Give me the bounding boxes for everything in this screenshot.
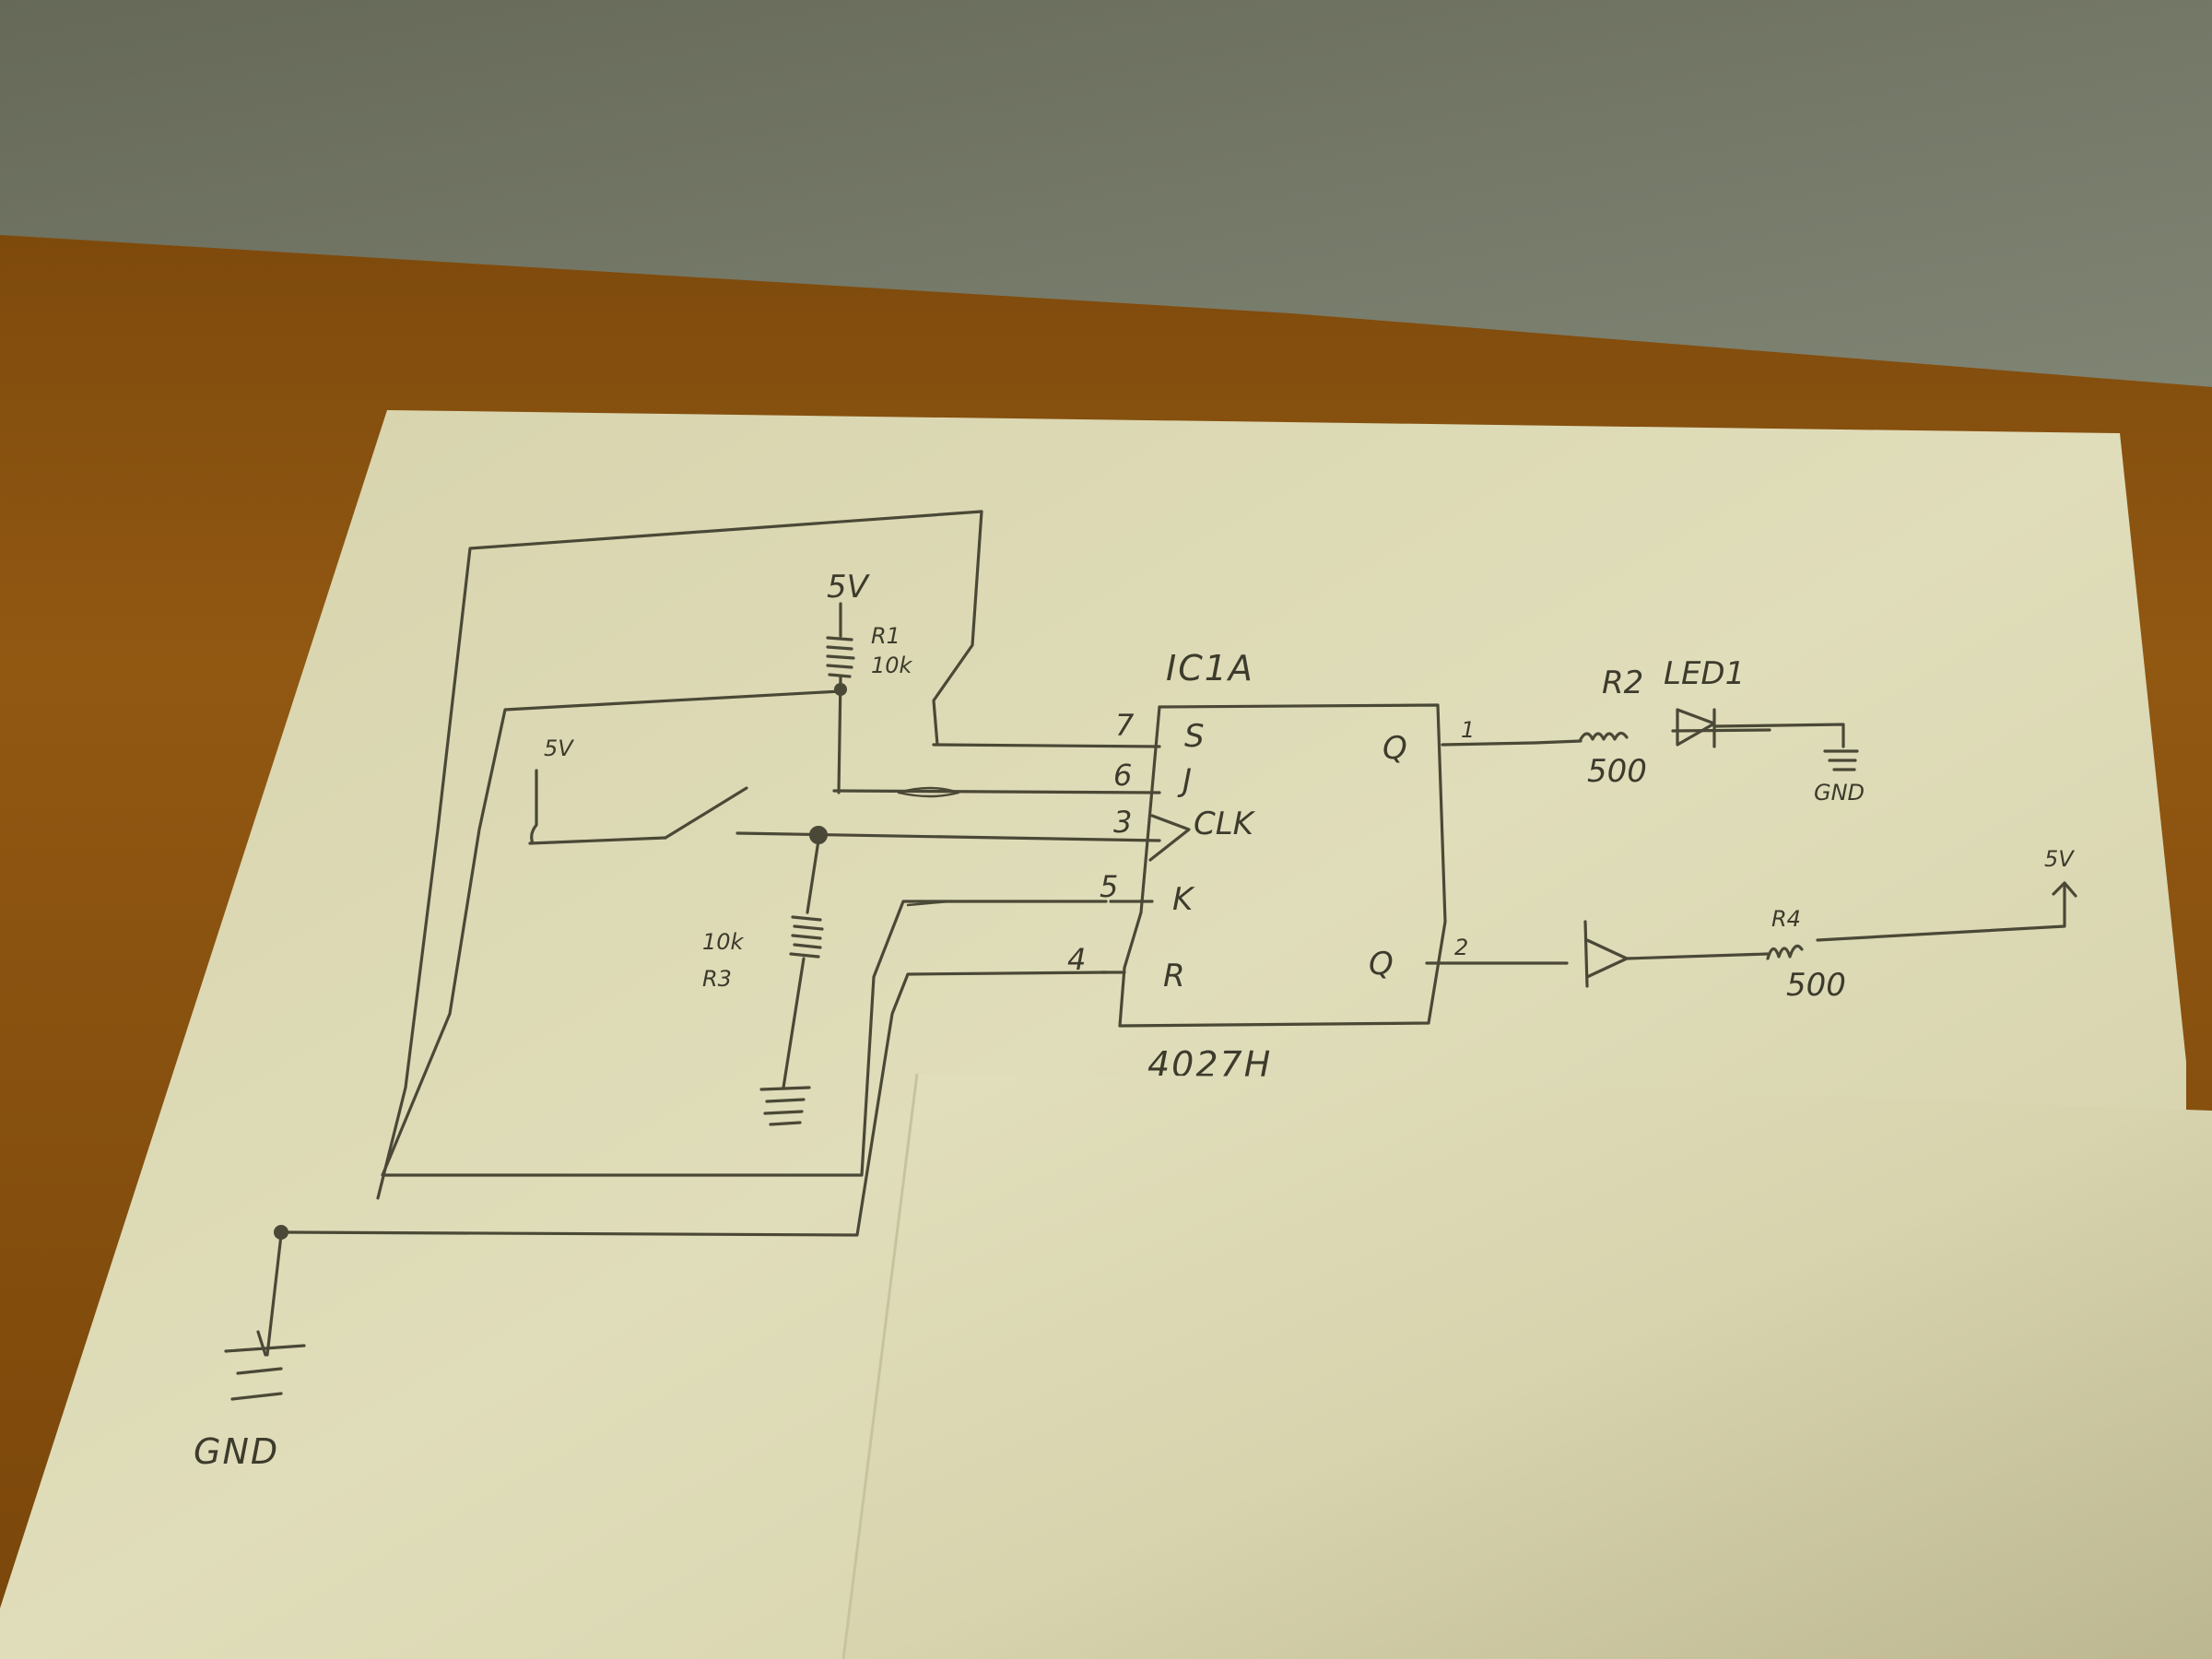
blank-sheet-edge — [841, 1073, 919, 1659]
r3-resistor-icon — [789, 915, 824, 959]
pin1-number: 1 — [1461, 717, 1475, 743]
led1-designator: LED1 — [1664, 655, 1745, 692]
pin-q-label: Q — [1382, 730, 1407, 767]
gnd-r3-icon — [759, 1086, 811, 1126]
supply-right-label: 5V — [2044, 846, 2075, 872]
r4-resistor-icon — [1766, 944, 1804, 960]
led1-icon — [1676, 708, 1716, 748]
wire-k-stub — [906, 900, 951, 907]
pin-clk-label: CLK — [1194, 806, 1256, 842]
wire-inner-loop — [381, 689, 1108, 1177]
wire-r3-top — [806, 839, 820, 914]
supply-arrow-icon — [2052, 881, 2077, 898]
wire-r3-bottom — [782, 957, 806, 1089]
junction-r1 — [834, 683, 847, 696]
pin3-number: 3 — [1113, 805, 1132, 840]
r4-designator: R4 — [1771, 906, 1801, 932]
ic-designator: IC1A — [1166, 648, 1254, 688]
pin-s-label: S — [1184, 718, 1205, 755]
r2-designator: R2 — [1602, 665, 1643, 701]
wire-s-loop — [376, 510, 983, 1200]
gnd-right-label: GND — [1814, 780, 1865, 806]
wire-gnd-lead — [265, 1233, 283, 1357]
wire-clk — [735, 831, 1161, 842]
wall — [0, 0, 2212, 387]
gnd-right-icon — [1823, 749, 1859, 771]
wire-j-crossover — [897, 786, 960, 798]
wire-r1-bottom — [837, 676, 842, 794]
wire-r-loop — [284, 971, 1108, 1237]
r1-supply-label: 5V — [827, 569, 871, 606]
pin5-number: 5 — [1100, 869, 1118, 904]
schematic-drawing — [224, 510, 2077, 1401]
pin6-number: 6 — [1113, 758, 1132, 793]
pin4-number: 4 — [1067, 942, 1086, 977]
r2-resistor-icon — [1579, 731, 1629, 741]
r2-value: 500 — [1587, 753, 1647, 790]
r1-value: 10k — [871, 653, 913, 678]
switch-lever — [664, 786, 748, 840]
pin-k-label: K — [1172, 881, 1195, 918]
wire-pin7 — [932, 743, 1161, 748]
junction-gnd — [274, 1225, 288, 1240]
clk-triangle-icon — [1148, 814, 1191, 862]
pin2-number: 2 — [1454, 935, 1468, 960]
gnd-left-label: GND — [194, 1431, 279, 1472]
pin-r-label: R — [1163, 958, 1185, 994]
schematic-labels: IC1A 4027H 7 6 3 5 4 S J CLK K R Q Q 1 2… — [194, 569, 2075, 1472]
blank-sheet — [843, 1074, 2212, 1659]
gnd-left-icon — [224, 1330, 306, 1401]
switch-supply-label: 5V — [544, 735, 574, 761]
r4-value: 500 — [1786, 967, 1846, 1004]
switch-base-line — [528, 836, 667, 845]
r1-designator: R1 — [871, 623, 900, 649]
pin7-number: 7 — [1115, 708, 1135, 743]
ic-box — [1118, 703, 1447, 1028]
wire-r4-5v — [1816, 883, 2066, 942]
r3-value: 10k — [702, 929, 745, 955]
switch-5v-lead — [530, 769, 538, 845]
wire-led-gnd — [1712, 723, 1845, 748]
wire-pin6 — [832, 789, 1161, 794]
wire-buffer-r4 — [1625, 952, 1770, 960]
r3-designator: R3 — [702, 966, 732, 992]
wire-r2-led — [1671, 728, 1771, 733]
r1-resistor-icon — [826, 636, 855, 678]
pin-qbar-label: Q — [1369, 946, 1394, 982]
wire-pin1 — [1441, 739, 1583, 747]
